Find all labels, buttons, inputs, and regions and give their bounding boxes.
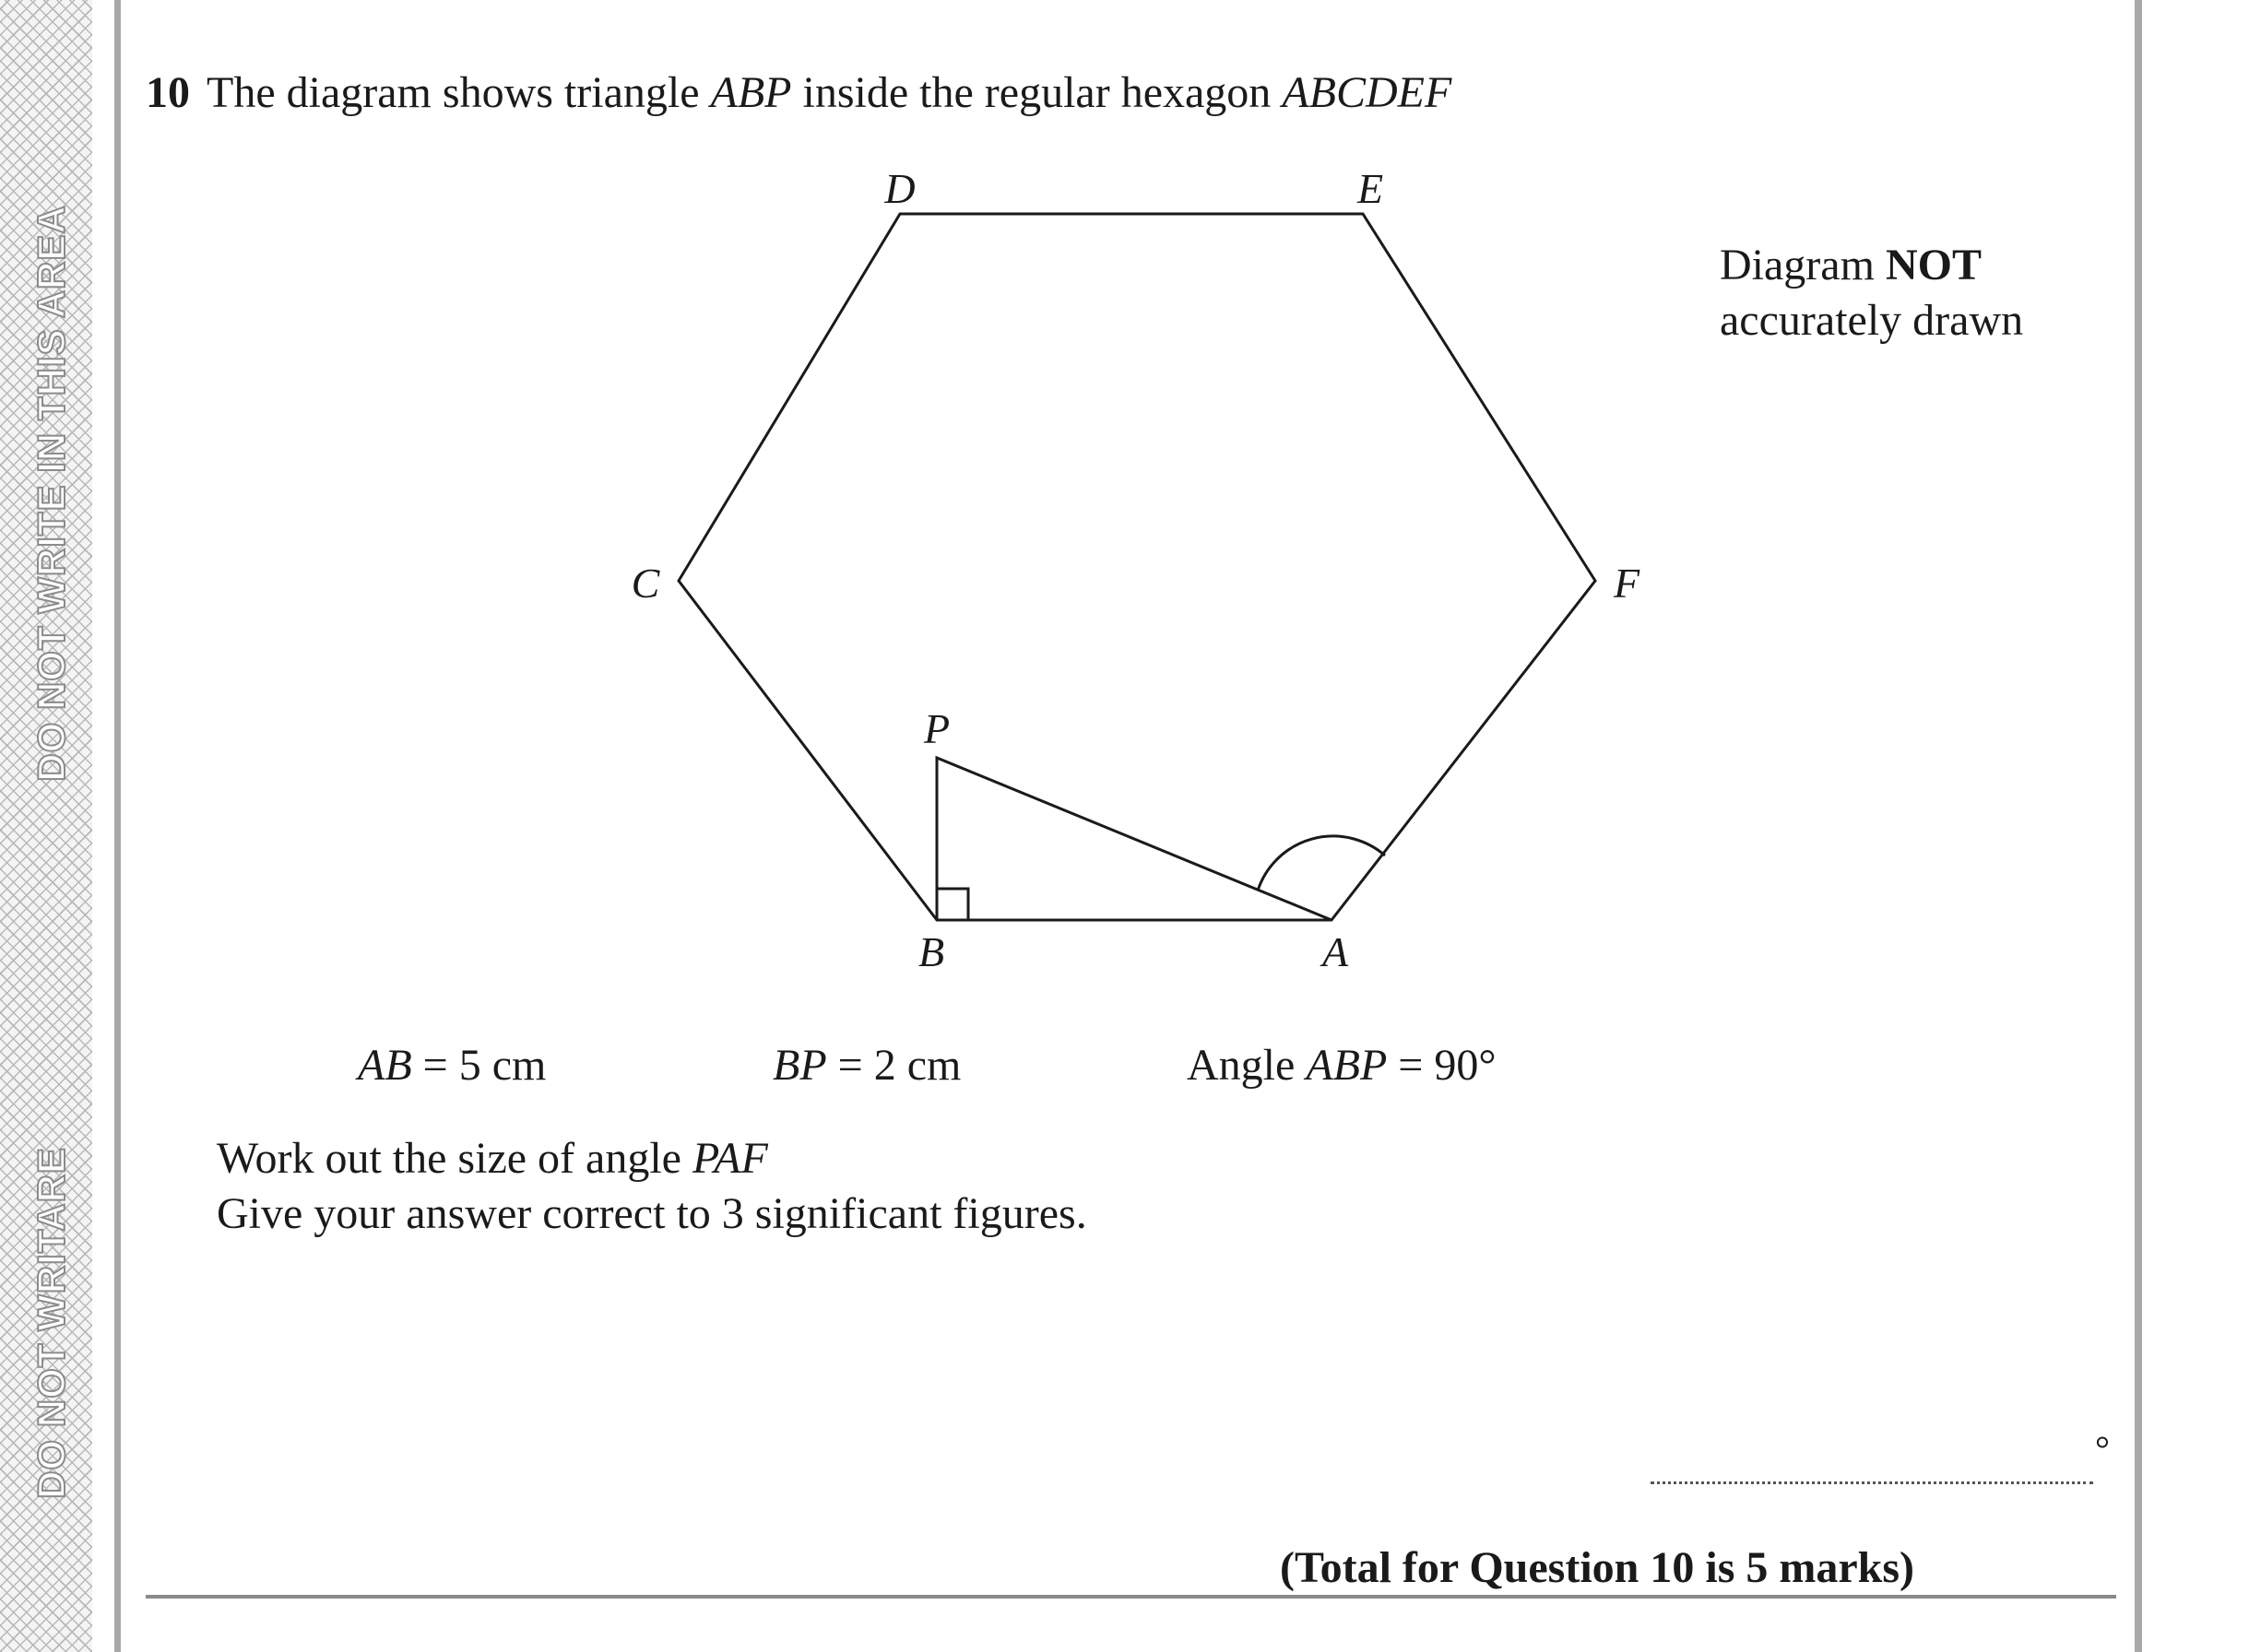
vertex-label-c: C: [632, 560, 661, 607]
given-ab-label: AB: [358, 1041, 412, 1090]
page-border-left: [114, 0, 121, 1652]
hexagon-name: ABCDEF: [1282, 68, 1452, 117]
given-ab: AB = 5 cm: [358, 1040, 546, 1091]
given-bp-value: = 2 cm: [826, 1041, 962, 1090]
question-intro: The diagram shows triangle: [207, 68, 700, 117]
question-number: 10: [146, 68, 190, 117]
answer-line[interactable]: [1651, 1481, 2093, 1484]
diagram-note-prefix: Diagram: [1720, 241, 1875, 289]
given-angle-label: ABP: [1306, 1041, 1388, 1090]
given-bp-label: BP: [773, 1041, 827, 1090]
angle-paf-arc: [1256, 834, 1386, 891]
task-angle-name: PAF: [692, 1134, 768, 1183]
diagram-note: Diagram NOT accurately drawn: [1720, 238, 2023, 348]
total-marks: (Total for Question 10 is 5 marks): [1280, 1543, 1915, 1592]
given-ab-value: = 5 cm: [411, 1041, 547, 1090]
diagram-note-bold: NOT: [1885, 241, 1982, 289]
vertex-label-f: F: [1613, 560, 1640, 607]
vertex-label-a: A: [1320, 928, 1349, 975]
bottom-rule: [146, 1595, 2116, 1599]
triangle-name: ABP: [710, 68, 792, 117]
vertex-label-e: E: [1356, 165, 1383, 212]
hexagon-shape: [677, 212, 1597, 922]
task-line-2: Give your answer correct to 3 significan…: [217, 1189, 1087, 1238]
right-angle-marker: [937, 887, 970, 920]
question-heading: 10 The diagram shows triangle ABP inside …: [146, 66, 1451, 120]
diagram-note-line1: Diagram NOT: [1720, 238, 2023, 293]
degree-symbol: °: [2095, 1428, 2110, 1469]
margin-strip: DO NOT WRITE IN THIS AREA DO NOT WRITARE: [0, 0, 92, 1652]
given-angle: Angle ABP = 90°: [1187, 1040, 1497, 1091]
given-angle-prefix: Angle: [1187, 1041, 1307, 1090]
page-border-right: [2135, 0, 2142, 1652]
task-line-1-text: Work out the size of angle: [217, 1134, 681, 1183]
vertex-label-b: B: [918, 928, 944, 975]
task-line-1: Work out the size of angle PAF: [217, 1132, 768, 1186]
given-angle-value: = 90°: [1387, 1041, 1497, 1090]
given-bp: BP = 2 cm: [773, 1040, 961, 1091]
triangle-abp: [935, 755, 1332, 922]
diagram-note-line2: accurately drawn: [1720, 296, 2024, 345]
vertex-label-d: D: [883, 165, 915, 212]
vertex-label-p: P: [923, 705, 950, 752]
question-intro-mid: inside the regular hexagon: [802, 68, 1272, 117]
